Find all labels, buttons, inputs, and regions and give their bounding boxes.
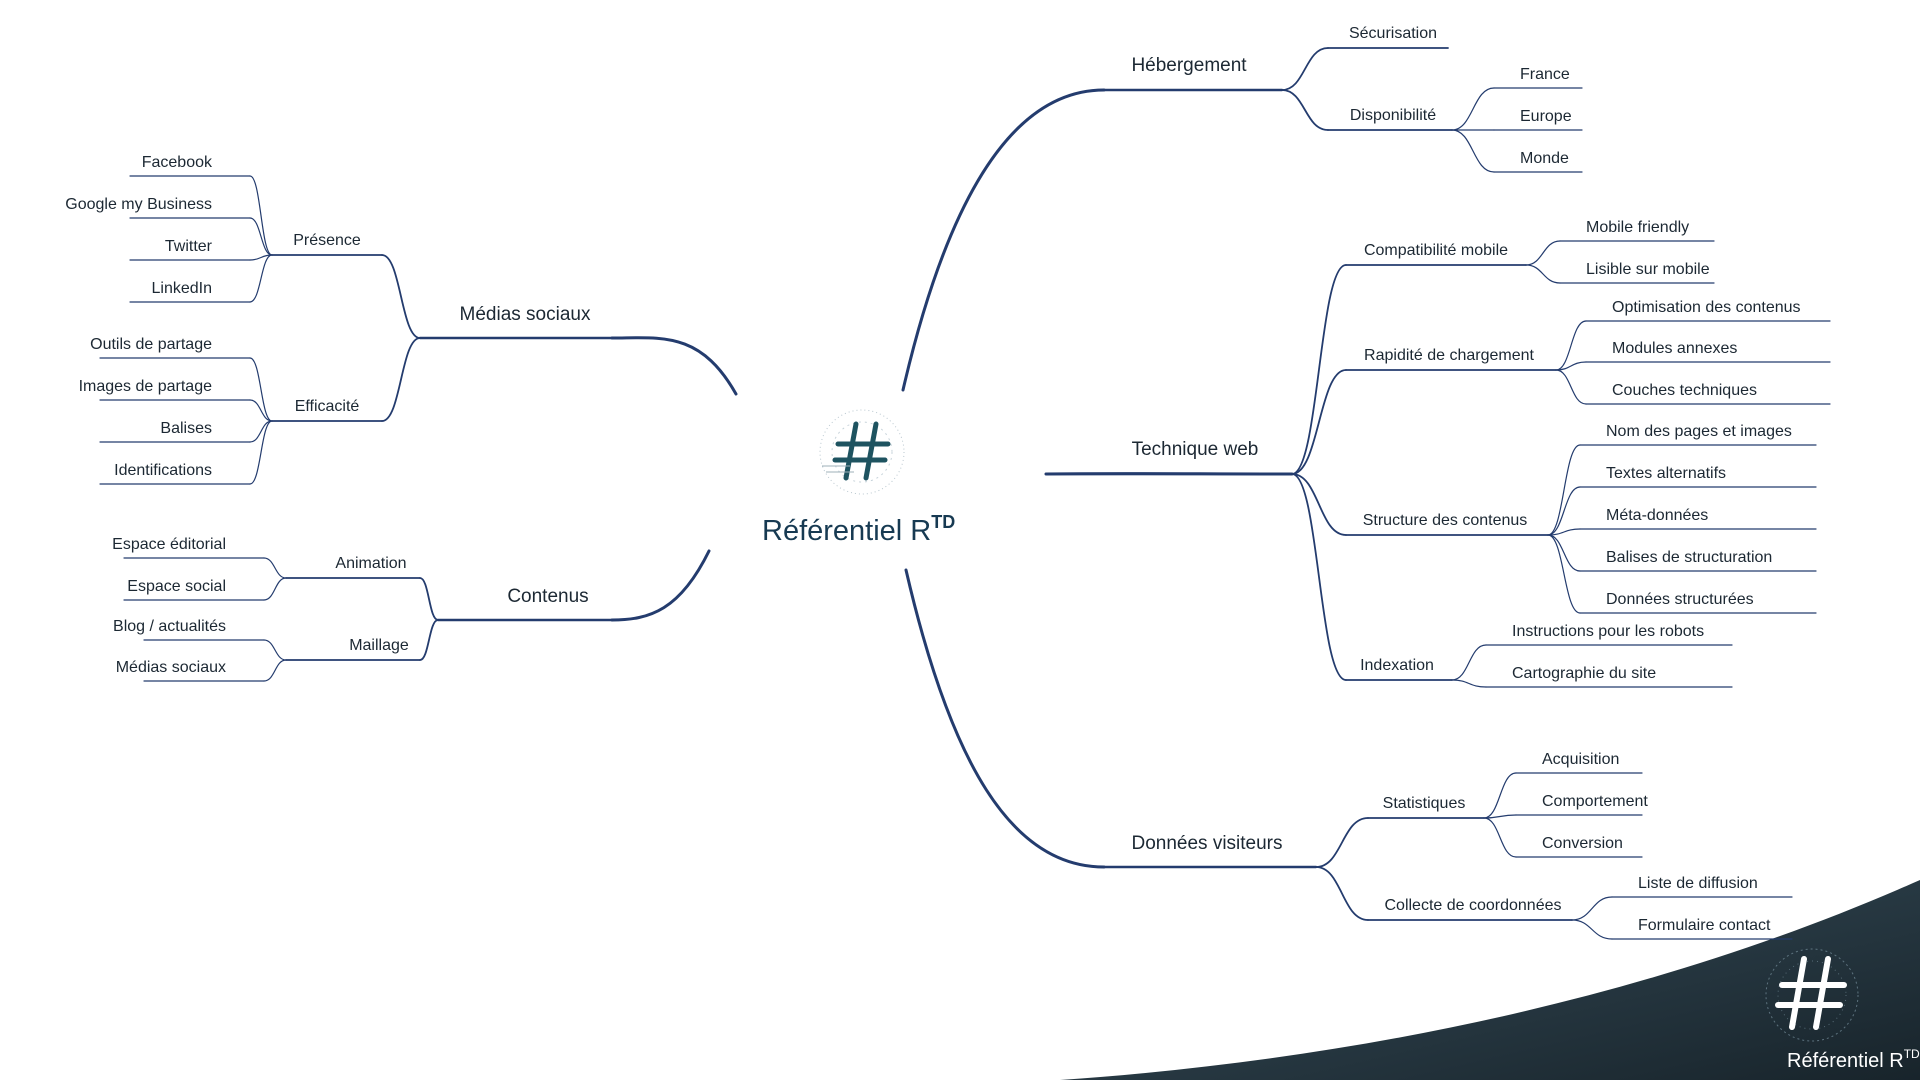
node-presence[interactable]: Présence — [293, 232, 361, 249]
leaf-outils-de-partage[interactable]: Outils de partage — [90, 336, 212, 353]
root-link-donnees-visiteurs — [906, 570, 1104, 867]
leaf-donnees-structurees[interactable]: Données structurées — [1606, 591, 1754, 608]
link-acquisition — [1484, 773, 1516, 818]
branch-hebergement[interactable]: Hébergement — [1131, 55, 1247, 76]
center-title: Référentiel RTD — [762, 512, 955, 547]
branch-contenus[interactable]: Contenus — [507, 586, 588, 607]
node-maillage[interactable]: Maillage — [349, 637, 409, 654]
node-efficacite[interactable]: Efficacité — [295, 398, 360, 415]
leaf-images-de-partage[interactable]: Images de partage — [79, 378, 213, 395]
branch-technique-web[interactable]: Technique web — [1132, 439, 1259, 460]
node-indexation[interactable]: Indexation — [1360, 657, 1434, 674]
leaf-balises[interactable]: Balises — [160, 420, 212, 437]
link-disponibilite — [1282, 90, 1328, 130]
root-link-hebergement — [903, 90, 1104, 390]
link-compatibilite-mobile — [1292, 265, 1346, 474]
leaf-cartographie-du-site[interactable]: Cartographie du site — [1512, 665, 1656, 682]
leaf-acquisition[interactable]: Acquisition — [1542, 751, 1619, 768]
corner-title: Référentiel RTD — [1787, 1047, 1920, 1072]
link-linkedin — [250, 255, 272, 302]
leaf-blog-actualites[interactable]: Blog / actualités — [113, 618, 226, 635]
leaf-linkedin[interactable]: LinkedIn — [152, 280, 213, 297]
leaf-facebook[interactable]: Facebook — [142, 154, 213, 171]
link-liste-de-diffusion — [1572, 897, 1612, 920]
leaf-conversion[interactable]: Conversion — [1542, 835, 1623, 852]
leaf-meta-donnees[interactable]: Méta-données — [1606, 507, 1708, 524]
leaf-formulaire-contact[interactable]: Formulaire contact — [1638, 917, 1771, 934]
node-compatibilite-mobile[interactable]: Compatibilité mobile — [1364, 242, 1508, 259]
leaf-espace-editorial[interactable]: Espace éditorial — [112, 536, 226, 553]
node-structure-des-contenus[interactable]: Structure des contenus — [1363, 512, 1528, 529]
leaf-lisible-sur-mobile[interactable]: Lisible sur mobile — [1586, 261, 1710, 278]
link-cartographie-du-site — [1452, 680, 1486, 687]
leaf-france[interactable]: France — [1520, 66, 1570, 83]
link-lisible-sur-mobile — [1526, 265, 1560, 283]
leaf-google-my-business[interactable]: Google my Business — [65, 196, 212, 213]
link-nom-des-pages-et-images — [1548, 445, 1580, 535]
branch-donnees-visiteurs[interactable]: Données visiteurs — [1131, 833, 1282, 854]
leaf-modules-annexes[interactable]: Modules annexes — [1612, 340, 1737, 357]
center-hashtag-logo-icon — [820, 410, 904, 494]
link-formulaire-contact — [1572, 920, 1612, 939]
leaf-identifications[interactable]: Identifications — [114, 462, 212, 479]
link-medias-sociaux — [264, 660, 286, 681]
link-rapidite-de-chargement — [1292, 370, 1346, 474]
leaf-couches-techniques[interactable]: Couches techniques — [1612, 382, 1757, 399]
node-statistiques[interactable]: Statistiques — [1383, 795, 1466, 812]
link-conversion — [1484, 818, 1516, 857]
leaf-medias-sociaux[interactable]: Médias sociaux — [116, 659, 226, 676]
root-link-contenus — [612, 551, 709, 620]
link-efficacite — [382, 338, 420, 421]
leaf-twitter[interactable]: Twitter — [165, 238, 213, 255]
leaf-optimisation-des-contenus[interactable]: Optimisation des contenus — [1612, 299, 1801, 316]
leaf-balises-de-structuration[interactable]: Balises de structuration — [1606, 549, 1772, 566]
link-blog-actualites — [264, 640, 286, 660]
link-france — [1452, 88, 1494, 130]
link-couches-techniques — [1556, 370, 1586, 404]
link-animation — [420, 578, 438, 620]
link-presence — [382, 255, 420, 338]
leaf-instructions-pour-les-robots[interactable]: Instructions pour les robots — [1512, 623, 1704, 640]
branch-medias-sociaux[interactable]: Médias sociaux — [460, 304, 591, 325]
link-donnees-structurees — [1548, 535, 1580, 613]
link-textes-alternatifs — [1548, 487, 1580, 535]
link-facebook — [250, 176, 272, 255]
link-statistiques — [1316, 818, 1368, 867]
leaf-nom-des-pages-et-images[interactable]: Nom des pages et images — [1606, 423, 1792, 440]
leaf-comportement[interactable]: Comportement — [1542, 793, 1648, 810]
link-mobile-friendly — [1526, 241, 1560, 265]
link-espace-editorial — [264, 558, 286, 578]
leaf-textes-alternatifs[interactable]: Textes alternatifs — [1606, 465, 1726, 482]
link-securisation — [1282, 48, 1328, 90]
leaf-mobile-friendly[interactable]: Mobile friendly — [1586, 219, 1689, 236]
link-collecte-de-coordonnees — [1316, 867, 1368, 920]
leaf-monde[interactable]: Monde — [1520, 150, 1569, 167]
link-structure-des-contenus — [1292, 474, 1346, 535]
node-disponibilite[interactable]: Disponibilité — [1350, 107, 1436, 124]
link-espace-social — [264, 578, 286, 600]
link-instructions-pour-les-robots — [1452, 645, 1486, 680]
center-node: Référentiel RTD — [762, 410, 955, 547]
node-rapidite-de-chargement[interactable]: Rapidité de chargement — [1364, 347, 1534, 364]
leaf-espace-social[interactable]: Espace social — [127, 578, 226, 595]
link-monde — [1452, 130, 1494, 172]
node-collecte-de-coordonnees[interactable]: Collecte de coordonnées — [1384, 897, 1561, 914]
link-google-my-business — [250, 218, 272, 255]
root-link-medias-sociaux — [612, 338, 736, 394]
node-animation[interactable]: Animation — [335, 555, 406, 572]
link-balises-de-structuration — [1548, 535, 1580, 571]
node-securisation[interactable]: Sécurisation — [1349, 25, 1437, 42]
link-maillage — [420, 620, 438, 660]
leaf-liste-de-diffusion[interactable]: Liste de diffusion — [1638, 875, 1758, 892]
leaf-europe[interactable]: Europe — [1520, 108, 1572, 125]
